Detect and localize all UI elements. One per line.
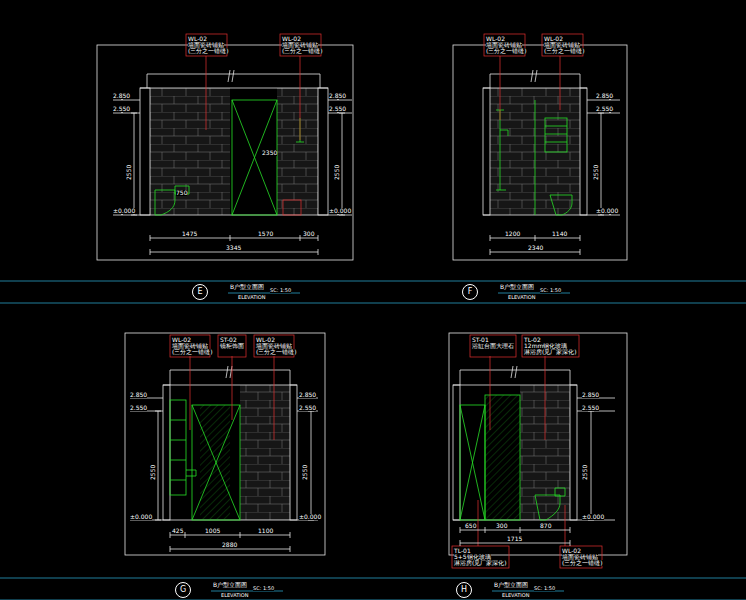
- level-mark: 2.550: [329, 106, 346, 112]
- title-bar: [0, 281, 746, 600]
- title-subtext: ELEVATION: [502, 593, 529, 598]
- view-marker: G: [175, 582, 191, 598]
- dimension: 3345: [226, 245, 241, 251]
- scale-note: SC: 1:50: [534, 586, 555, 591]
- callout-text: (三分之一错缝): [282, 48, 323, 54]
- view-letter: G: [180, 586, 186, 594]
- level-mark: 2.550: [582, 405, 599, 411]
- drawing-title: B户型立面图: [500, 284, 534, 290]
- dimension: 2880: [222, 542, 237, 548]
- level-mark: 2.850: [329, 93, 346, 99]
- dimension: 2550: [302, 465, 308, 480]
- dimension: 2550: [150, 465, 156, 480]
- drawing-title: B户型立面图: [230, 284, 264, 290]
- callout-text: (三分之一错缝): [188, 48, 229, 54]
- view-marker: H: [456, 582, 472, 598]
- level-mark: 2.550: [130, 405, 147, 411]
- title-subtext: ELEVATION: [508, 295, 535, 300]
- callout-text: (三分之一错缝): [256, 349, 297, 355]
- level-mark: ±0.000: [299, 514, 321, 520]
- dimension: 870: [540, 523, 551, 529]
- scale-note: SC: 1:50: [270, 288, 291, 293]
- level-mark: 2.850: [130, 392, 147, 398]
- dimension: 2350: [262, 150, 277, 156]
- callout-text: 浴缸台面大理石: [472, 343, 514, 349]
- dimension: 1570: [258, 231, 273, 237]
- view-letter: E: [197, 288, 202, 296]
- level-mark: ±0.000: [130, 514, 152, 520]
- view-marker: F: [462, 284, 478, 300]
- level-mark: 2.850: [113, 93, 130, 99]
- elevation-h: [449, 333, 627, 568]
- callout-text: (三分之一错缝): [544, 48, 585, 54]
- level-mark: 2.850: [596, 93, 613, 99]
- elevation-g: [125, 333, 325, 555]
- scale-note: SC: 1:50: [540, 288, 561, 293]
- callout-text: (三分之一错缝): [172, 349, 213, 355]
- drawing-title: B户型立面图: [213, 582, 247, 588]
- drawing-title: B户型立面图: [494, 582, 528, 588]
- level-mark: ±0.000: [329, 208, 351, 214]
- level-mark: ±0.000: [596, 208, 618, 214]
- dimension: 1715: [507, 536, 522, 542]
- callout-text: 镜柜饰面: [220, 343, 244, 349]
- view-letter: F: [468, 288, 473, 296]
- level-mark: 2.550: [299, 405, 316, 411]
- dimension: 1475: [182, 231, 197, 237]
- elevation-f: [453, 34, 627, 260]
- dimension: 650: [465, 523, 476, 529]
- dimension: 1100: [258, 528, 273, 534]
- view-letter: H: [461, 586, 467, 594]
- callout-text: (三分之一错缝): [486, 48, 527, 54]
- view-marker: E: [192, 284, 208, 300]
- callout-text: 淋浴房(见厂家深化): [524, 349, 577, 355]
- title-underline: [211, 293, 570, 591]
- dimension: 1005: [205, 528, 220, 534]
- dimension: 1140: [552, 231, 567, 237]
- level-mark: 2.550: [113, 106, 130, 112]
- elevation-e: [97, 34, 353, 260]
- dimension: 300: [496, 523, 507, 529]
- dimension: 2550: [334, 165, 340, 180]
- level-mark: ±0.000: [113, 208, 135, 214]
- dimension: 750: [176, 190, 187, 196]
- level-mark: ±0.000: [582, 514, 604, 520]
- dimension: 300: [303, 231, 314, 237]
- title-subtext: ELEVATION: [221, 593, 248, 598]
- dimension: 2550: [593, 165, 599, 180]
- callout-text: (三分之一错缝): [562, 560, 603, 566]
- level-mark: 2.850: [582, 392, 599, 398]
- dimension: 2550: [582, 465, 588, 480]
- dimension: 425: [172, 528, 183, 534]
- scale-note: SC: 1:50: [253, 586, 274, 591]
- level-mark: 2.850: [299, 392, 316, 398]
- callout-text: 淋浴房(见厂家深化): [454, 560, 507, 566]
- dimension: 2550: [126, 165, 132, 180]
- dimension: 2340: [528, 245, 543, 251]
- dimension: 1200: [505, 231, 520, 237]
- title-subtext: ELEVATION: [238, 295, 265, 300]
- level-mark: 2.550: [596, 106, 613, 112]
